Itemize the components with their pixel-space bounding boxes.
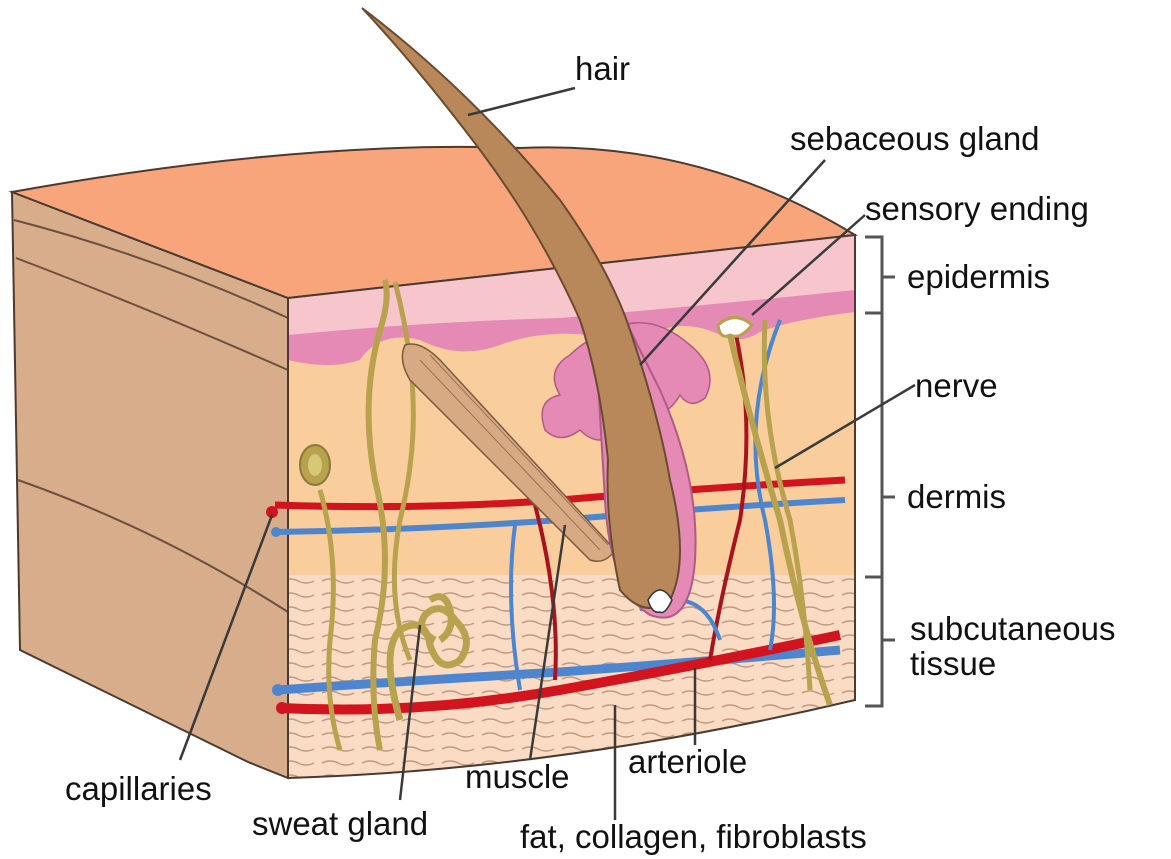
- dermis-bracket: [865, 313, 895, 577]
- subcutaneous-bracket: [865, 577, 895, 706]
- capillary-end: [276, 702, 288, 714]
- label-hair: hair: [575, 50, 630, 87]
- label-tissue: tissue: [910, 645, 996, 682]
- label-arteriole: arteriole: [628, 743, 747, 780]
- hair-leader: [468, 88, 575, 115]
- label-sensory-ending: sensory ending: [865, 190, 1089, 227]
- label-nerve: nerve: [915, 367, 998, 404]
- label-sweat-gland: sweat gland: [252, 805, 428, 842]
- layer-brackets: [865, 237, 895, 706]
- label-sebaceous-gland: sebaceous gland: [790, 120, 1040, 157]
- label-muscle: muscle: [465, 758, 570, 795]
- label-dermis: dermis: [907, 478, 1006, 515]
- label-fat-collagen-fibroblasts: fat, collagen, fibroblasts: [520, 818, 867, 855]
- capillary-end: [272, 684, 284, 696]
- pacinian-corpuscle-core: [308, 454, 322, 476]
- label-epidermis: epidermis: [907, 258, 1050, 295]
- epidermis-bracket: [865, 237, 895, 313]
- capillary-end: [271, 527, 281, 537]
- label-capillaries: capillaries: [65, 770, 212, 807]
- label-subcutaneous: subcutaneous: [910, 610, 1116, 647]
